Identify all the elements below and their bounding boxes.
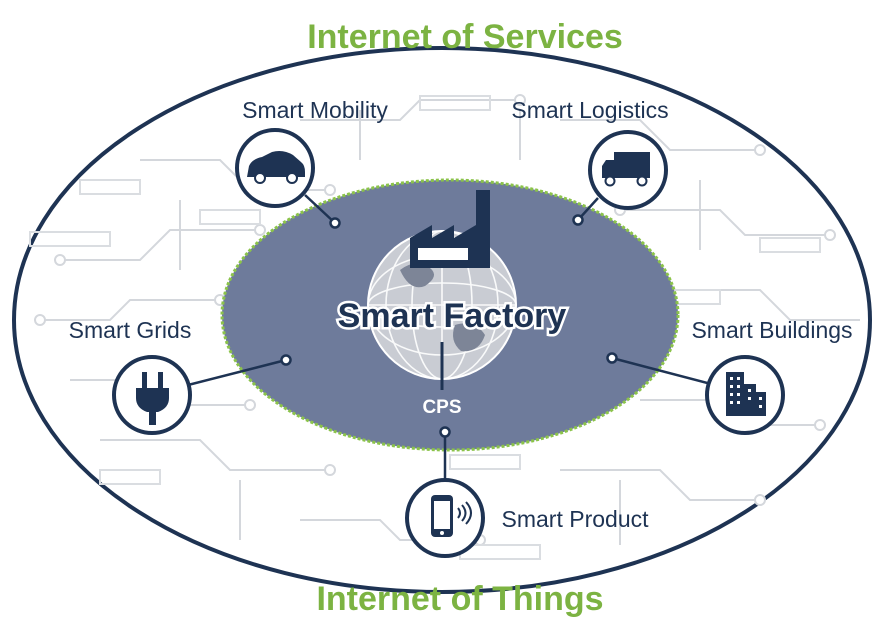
center-label: Smart Factory bbox=[338, 297, 567, 335]
node-smart-mobility: Smart Mobility bbox=[235, 97, 388, 208]
node-smart-buildings: Smart Buildings bbox=[691, 317, 853, 435]
node-smart-grids: Smart Grids bbox=[69, 317, 192, 435]
smart-product-label: Smart Product bbox=[502, 506, 650, 532]
node-smart-logistics: Smart Logistics bbox=[511, 97, 669, 210]
connector-dots bbox=[280, 214, 618, 438]
car-icon bbox=[247, 151, 305, 184]
internet-of-things-label: Internet of Things bbox=[316, 580, 603, 618]
smart-logistics-label: Smart Logistics bbox=[511, 97, 668, 123]
smart-buildings-label: Smart Buildings bbox=[691, 317, 852, 343]
buildings-icon bbox=[726, 372, 766, 416]
internet-of-services-label: Internet of Services bbox=[307, 18, 623, 56]
smart-grids-label: Smart Grids bbox=[69, 317, 192, 343]
node-smart-product: Smart Product bbox=[405, 478, 650, 558]
smartphone-icon bbox=[431, 495, 472, 537]
factory-icon bbox=[410, 190, 490, 268]
plug-icon bbox=[136, 372, 169, 425]
cps-label: CPS bbox=[422, 397, 461, 418]
smart-mobility-label: Smart Mobility bbox=[242, 97, 388, 123]
truck-icon bbox=[602, 152, 650, 187]
